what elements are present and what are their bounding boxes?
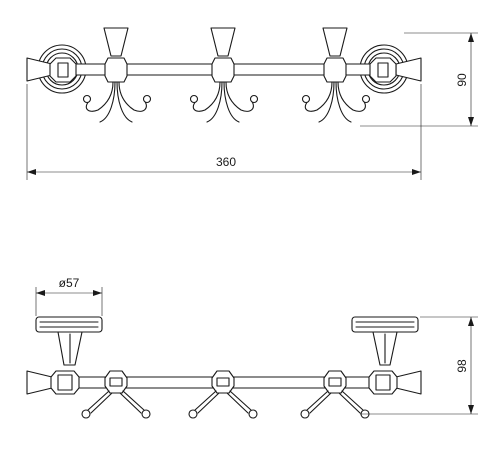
- diameter-dimension-label: ø57: [59, 276, 80, 290]
- left-wall-plate: [35, 316, 103, 333]
- right-wall-plate: [351, 316, 419, 333]
- height-dimension-label: 90: [455, 73, 469, 87]
- left-connector: [49, 57, 77, 83]
- projection-dimension-label: 98: [455, 359, 469, 373]
- front-view: 90 360: [26, 27, 478, 180]
- right-end-cap: [395, 57, 422, 82]
- length-dimension-label: 360: [216, 155, 236, 169]
- bottom-view: ø57 98: [26, 276, 478, 419]
- right-connector: [369, 57, 397, 83]
